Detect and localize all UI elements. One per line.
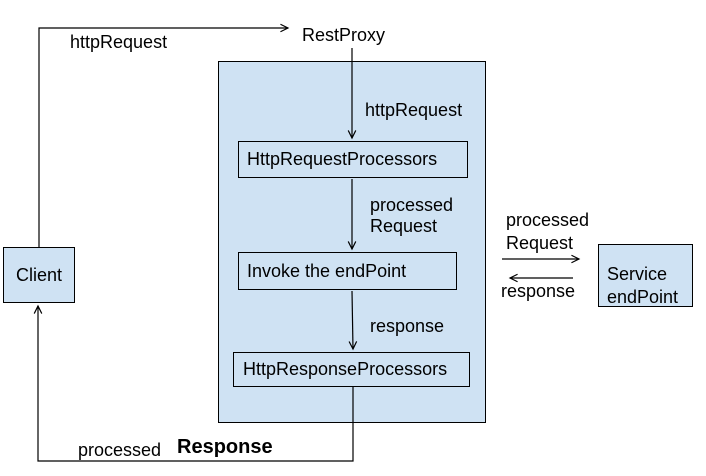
node-service-endpoint-label-line2: endPoint [607, 287, 679, 307]
edge-invoke-to-responseprocessors [348, 290, 358, 351]
node-invoke-endpoint-label: Invoke the endPoint [247, 260, 407, 281]
node-http-response-processors: HttpResponseProcessors [233, 352, 470, 387]
edge-label-processed-request-right: processed Request [506, 209, 589, 255]
node-http-response-processors-label: HttpResponseProcessors [243, 359, 448, 380]
edge-label-processed-bottom: processed [78, 440, 162, 460]
edge-label-response-bottom: Response [177, 436, 273, 458]
node-client: Client [3, 247, 75, 303]
edge-client-to-restproxy [38, 23, 290, 247]
node-service-endpoint: Service endPoint [598, 244, 693, 307]
edge-label-processed-request-mid-line1: processed [370, 195, 454, 215]
node-service-endpoint-label-line1: Service [607, 264, 668, 284]
edge-label-processed-request-right-line1: processed [506, 210, 590, 230]
edge-label-processed-request-mid-line2: Request [370, 216, 438, 236]
edge-label-httprequest-top: httpRequest [70, 32, 168, 52]
node-restproxy-label: RestProxy [302, 25, 386, 45]
edge-label-processed-request-mid: processed Request [370, 195, 453, 237]
node-http-request-processors: HttpRequestProcessors [238, 141, 468, 178]
node-invoke-endpoint: Invoke the endPoint [238, 252, 457, 290]
edge-label-response-mid: response [370, 316, 445, 336]
edge-label-httprequest-inner: httpRequest [365, 100, 463, 120]
edge-responseprocessors-to-client [33, 304, 354, 462]
edge-label-processed-request-right-line2: Request [506, 233, 574, 253]
edge-label-response-right: response [501, 281, 576, 301]
node-client-label: Client [15, 264, 63, 285]
node-http-request-processors-label: HttpRequestProcessors [247, 149, 438, 170]
